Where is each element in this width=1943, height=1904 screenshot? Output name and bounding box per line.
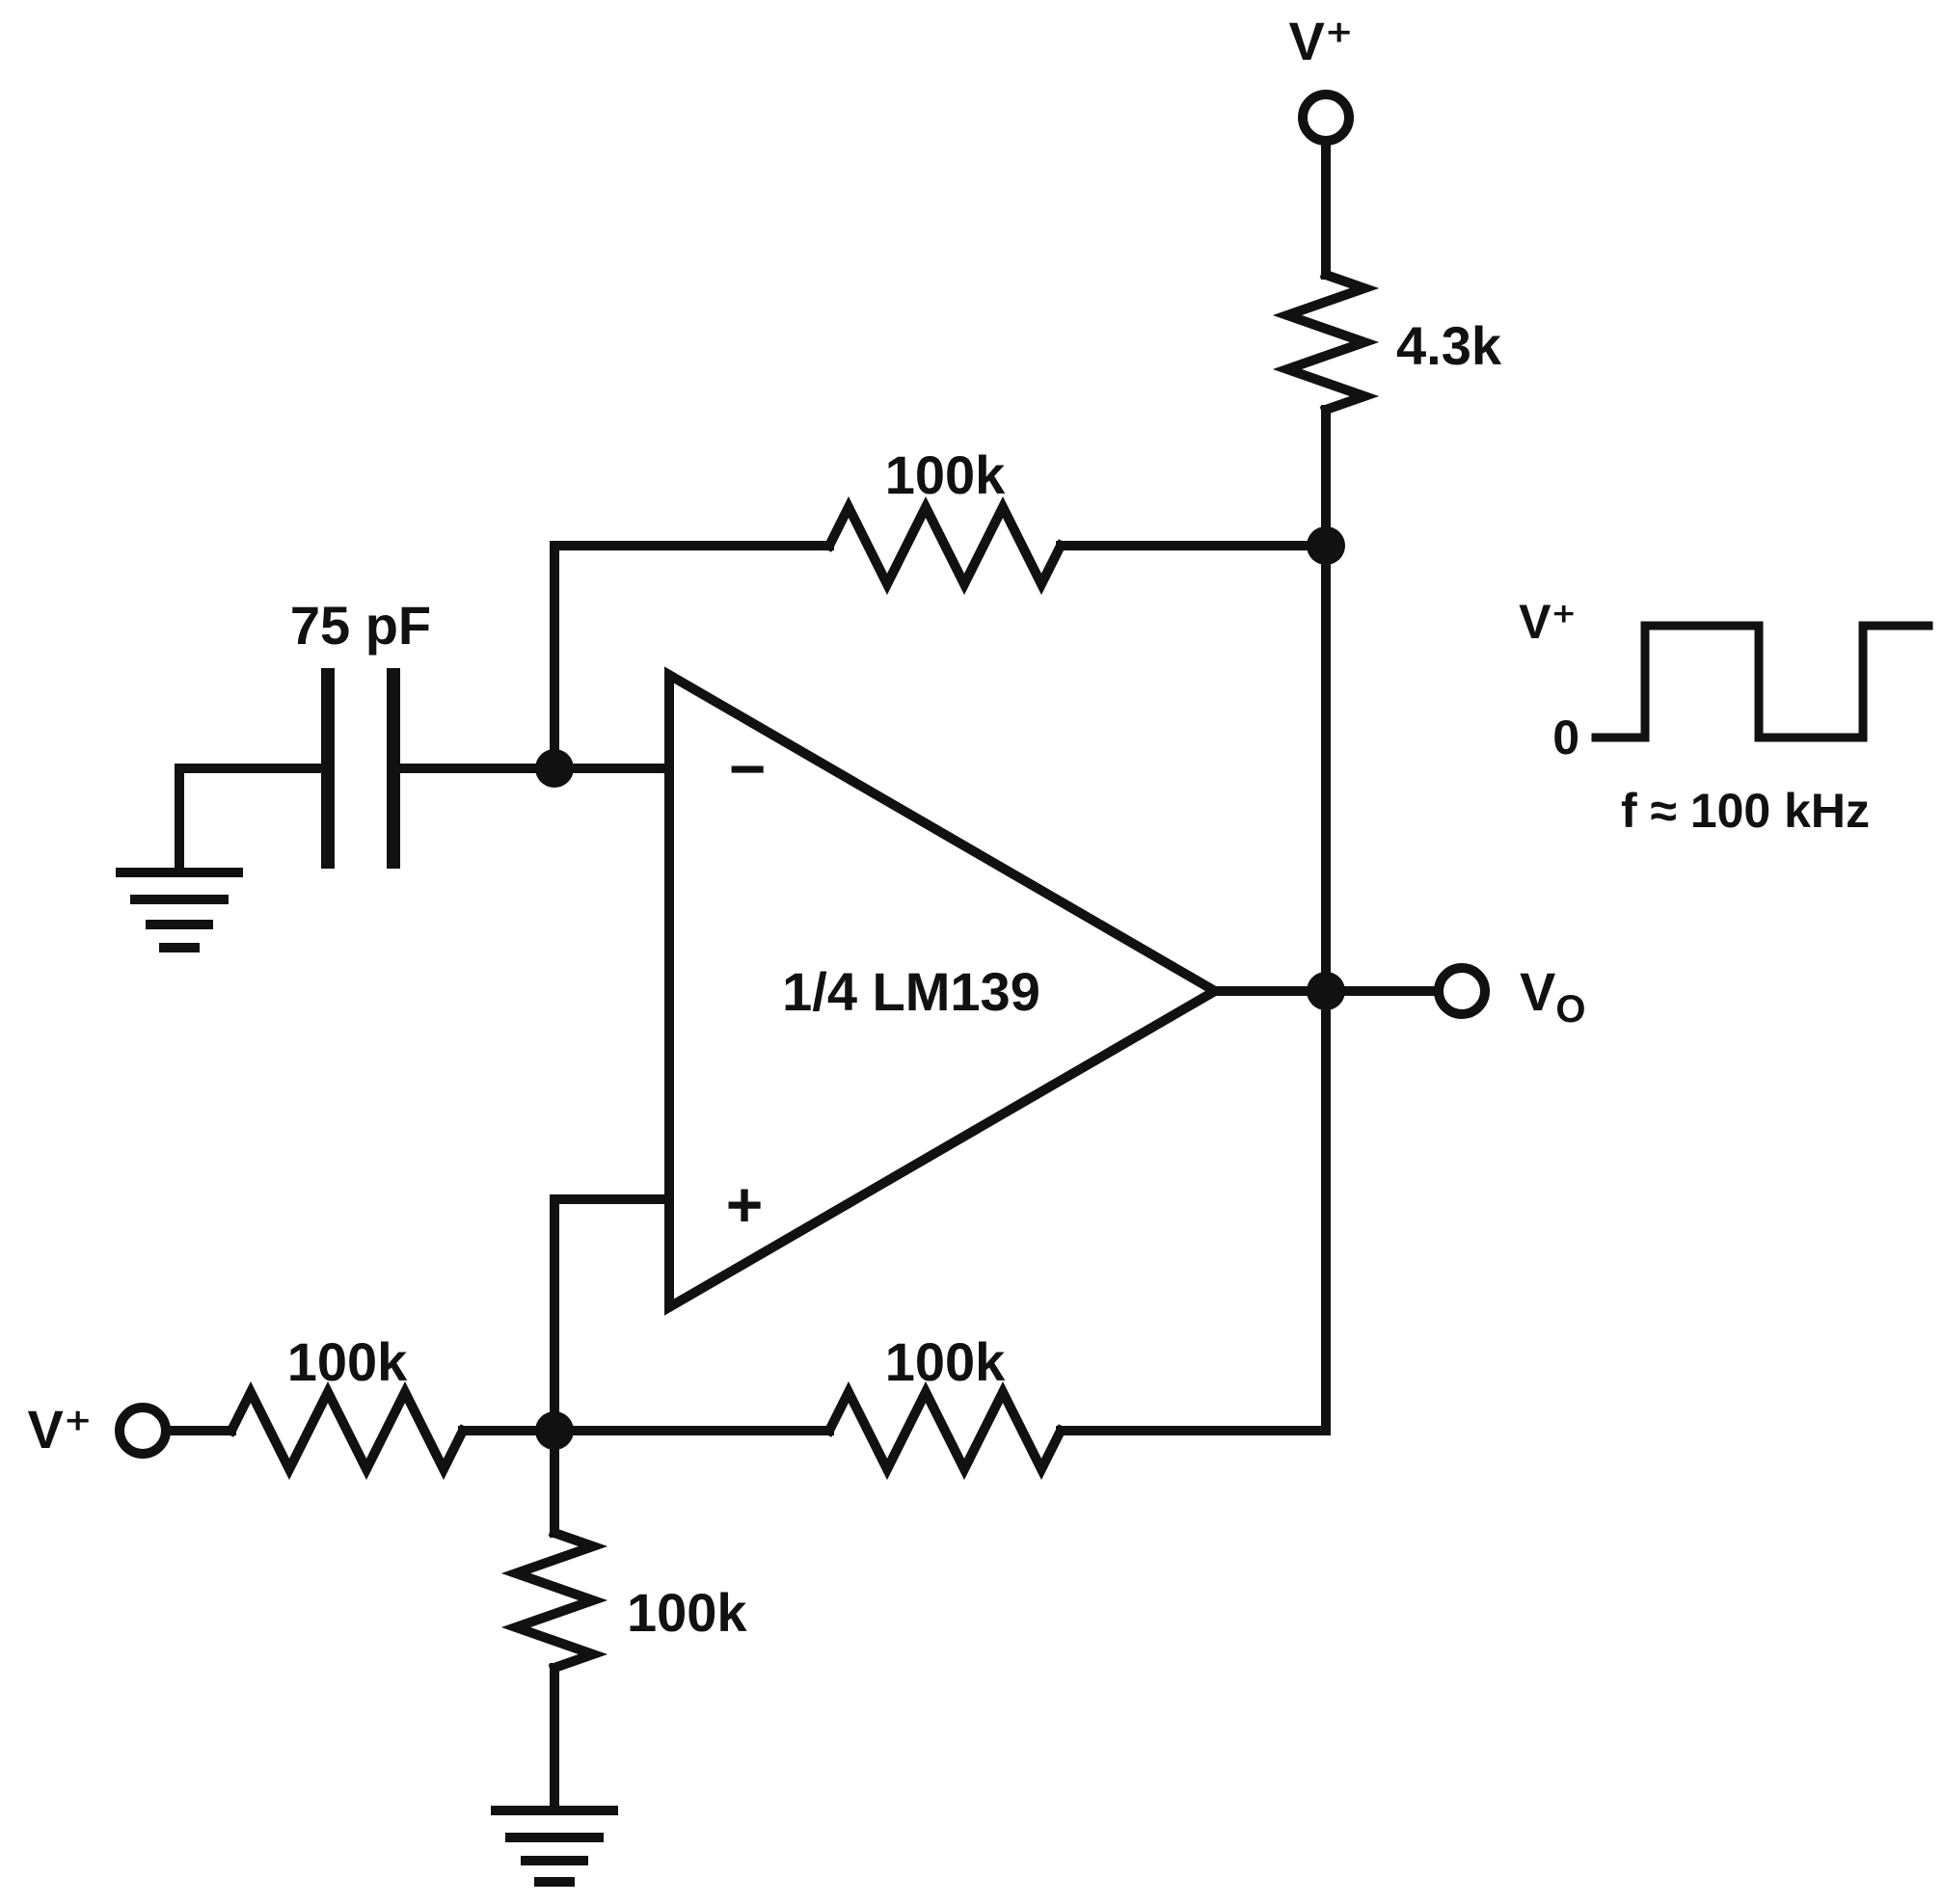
vout-terminal [1434,963,1490,1019]
junction-dot-output [1307,972,1345,1010]
resistor-to-ground-label: 100k [627,1582,747,1643]
junction-dot-divider [535,1411,574,1450]
junction-dot-pullup [1307,526,1345,565]
waveform-frequency-label: f ≈ 100 kHz [1621,784,1870,838]
resistor-pullup-label: 4.3k [1396,315,1502,376]
resistor-pullup [1272,268,1380,416]
vout-label-base: V [1520,961,1555,1022]
junction-dot-inverting [535,749,574,788]
resistor-feedback-bottom [823,1381,1067,1481]
waveform-low-label: 0 [1552,711,1579,764]
resistor-feedback-top-label: 100k [885,444,1006,505]
capacitor-label: 75 pF [290,595,431,656]
vplus-left-terminal [115,1403,171,1459]
vout-label: VO [1520,961,1585,1031]
resistor-feedback-bottom-label: 100k [885,1331,1006,1392]
inverting-input-sign: − [729,733,767,804]
vplus-left-label: V⁺ [28,1399,93,1460]
comparator-label: 1/4 LM139 [782,961,1040,1022]
vout-label-sub: O [1555,988,1585,1031]
square-wave-trace [1591,621,1933,742]
vplus-top-terminal [1298,90,1354,146]
vplus-top-label: V⁺ [1289,11,1354,71]
comparator-triangle [664,666,1225,1316]
resistor-input-left [225,1381,470,1481]
ground-symbol-bottom [491,1806,618,1887]
resistor-input-left-label: 100k [287,1331,408,1392]
resistor-to-ground [500,1526,608,1675]
waveform-sketch: V⁺ 0 f ≈ 100 kHz [1519,595,1933,838]
waveform-high-label: V⁺ [1519,595,1577,649]
noninverting-input-sign: + [726,1168,764,1240]
resistor-feedback-top [823,496,1067,596]
ground-symbol-left [116,868,243,952]
